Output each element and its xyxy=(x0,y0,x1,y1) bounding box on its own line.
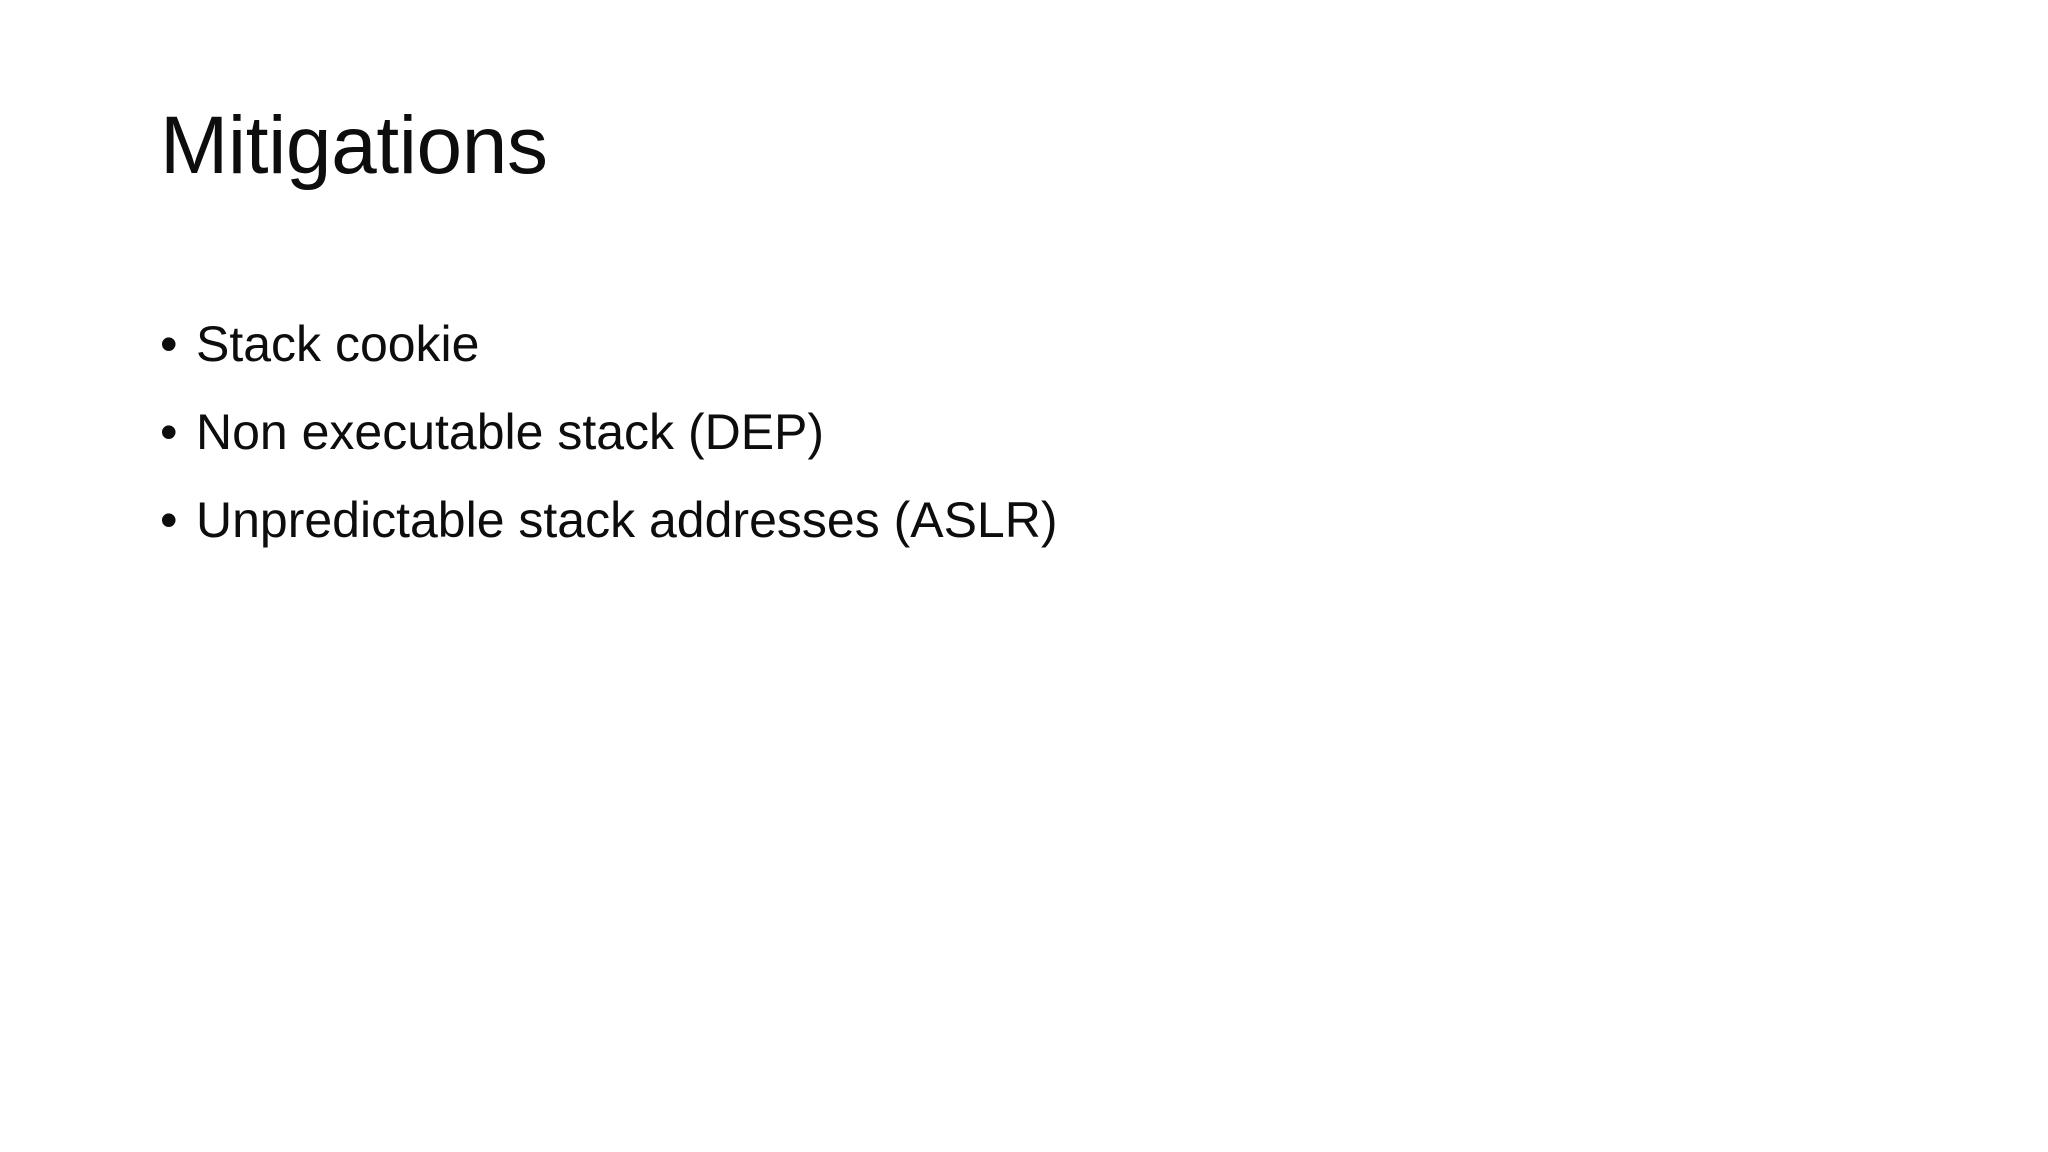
list-item-label: Non executable stack (DEP) xyxy=(196,404,825,460)
list-item: • Unpredictable stack addresses (ASLR) xyxy=(160,476,1890,564)
bullet-point-icon: • xyxy=(160,492,178,548)
title-placeholder[interactable]: Mitigations xyxy=(160,96,1890,246)
body-placeholder[interactable]: • Stack cookie • Non executable stack (D… xyxy=(160,300,1890,564)
list-item-label: Unpredictable stack addresses (ASLR) xyxy=(196,492,1058,548)
list-item: • Stack cookie xyxy=(160,300,1890,388)
bullet-point-icon: • xyxy=(160,316,178,372)
list-item: • Non executable stack (DEP) xyxy=(160,388,1890,476)
bullet-point-icon: • xyxy=(160,404,178,460)
list-item-label: Stack cookie xyxy=(196,316,480,372)
page-title: Mitigations xyxy=(160,100,548,191)
bullet-list: • Stack cookie • Non executable stack (D… xyxy=(160,300,1890,564)
